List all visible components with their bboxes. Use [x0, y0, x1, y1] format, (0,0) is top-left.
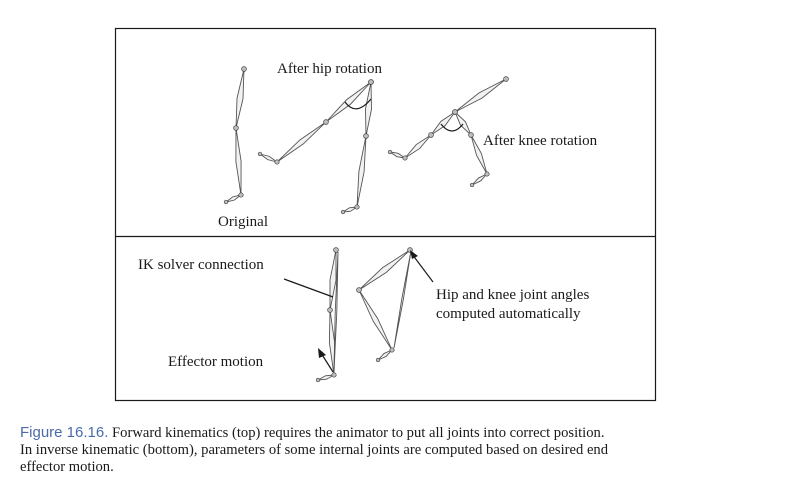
- knee-rotated-back-leg-knee-joint: [428, 132, 434, 138]
- ik-right-leg-ankle-joint: [389, 347, 395, 353]
- hip-rotated-back-leg-shin-bone: [276, 121, 327, 163]
- original-leg-hip-joint: [241, 66, 247, 72]
- knee-rotated-back-leg-shin-bone: [404, 134, 432, 159]
- caption-line-3: effector motion.: [20, 459, 114, 475]
- original-leg-knee-joint: [233, 125, 239, 131]
- ik-right-solver-line: [393, 250, 412, 349]
- ik-right-leg-foot-bone: [377, 349, 393, 361]
- skeletons: [223, 66, 509, 383]
- label-ik-solver-connection: IK solver connection: [138, 257, 264, 273]
- label-after-knee-rotation: After knee rotation: [483, 133, 598, 149]
- ik-right-leg-toe-joint: [375, 357, 381, 363]
- knee-rotated-front-leg-ankle-joint: [484, 171, 490, 177]
- original-leg-thigh-bone: [235, 68, 245, 129]
- ik-right-leg-shin-bone: [358, 289, 393, 351]
- ik-left-leg-knee-joint: [327, 307, 333, 313]
- hip-rotated-back-leg-foot-bone: [259, 153, 278, 163]
- original-leg-toe-joint: [223, 199, 229, 205]
- joint-angles-leader: [411, 253, 434, 283]
- knee-rotated-upper-bone: [454, 78, 507, 113]
- knee-rotated-upper-joint: [503, 76, 509, 82]
- caption-line-1: Forward kinematics (top) requires the an…: [112, 425, 605, 441]
- label-after-hip-rotation: After hip rotation: [277, 61, 382, 77]
- label-joint-angles-line1: Hip and knee joint angles: [436, 287, 589, 303]
- knee-rotated-front-leg-hip-joint: [452, 109, 458, 115]
- ik-left-leg-toe-joint: [315, 377, 321, 383]
- hip-rotated-front-leg-knee-joint: [363, 133, 369, 139]
- ik-left-leg-ankle-joint: [331, 372, 337, 378]
- label-joint-angles-line2: computed automatically: [436, 306, 581, 322]
- label-effector-motion: Effector motion: [168, 354, 264, 370]
- hip-rotated-front-leg-shin-bone: [356, 135, 367, 208]
- effector-arrowhead: [318, 348, 326, 358]
- ik-left-leg-thigh-bone: [329, 249, 337, 311]
- knee-rotated-front-leg-thigh-bone: [454, 111, 472, 136]
- joint-angles-arrowhead: [410, 250, 418, 259]
- caption-figure-number: Figure 16.16.: [20, 424, 109, 441]
- hip-rotated-front-leg-toe-joint: [340, 209, 346, 215]
- ik-right-leg-knee-joint: [356, 287, 362, 293]
- original-leg-ankle-joint: [238, 192, 244, 198]
- hip-rotated-back-leg-thigh-bone: [325, 81, 372, 123]
- original-leg-shin-bone: [235, 127, 242, 196]
- figure-caption: Figure 16.16. Forward kinematics (top) r…: [20, 424, 760, 476]
- knee-rotated-front-leg-toe-joint: [469, 182, 475, 188]
- caption-line-2: In inverse kinematic (bottom), parameter…: [20, 442, 609, 458]
- ik-right-leg-thigh-bone: [358, 249, 411, 291]
- ik-left-leg-hip-joint: [333, 247, 339, 253]
- hip-rotated-front-leg-hip-joint: [368, 79, 374, 85]
- knee-angle-arc: [440, 123, 464, 132]
- knee-rotated-back-leg-ankle-joint: [402, 155, 408, 161]
- label-original: Original: [218, 214, 268, 230]
- figure-frame: [114, 27, 657, 402]
- knee-rotated-front-leg-knee-joint: [468, 132, 474, 138]
- hip-rotated-back-leg-ankle-joint: [274, 159, 280, 165]
- knee-rotated-front-leg-foot-bone: [471, 173, 488, 186]
- hip-rotated-front-leg-ankle-joint: [354, 204, 360, 210]
- hip-rotated-back-leg-knee-joint: [323, 119, 329, 125]
- ik-solver-line: [333, 251, 339, 373]
- hip-angle-arc: [344, 98, 372, 110]
- hip-rotated-front-leg-thigh-bone: [365, 81, 372, 137]
- hip-rotated-back-leg-toe-joint: [257, 151, 263, 157]
- ik-solver-leader: [283, 278, 334, 298]
- knee-rotated-back-leg-toe-joint: [387, 149, 393, 155]
